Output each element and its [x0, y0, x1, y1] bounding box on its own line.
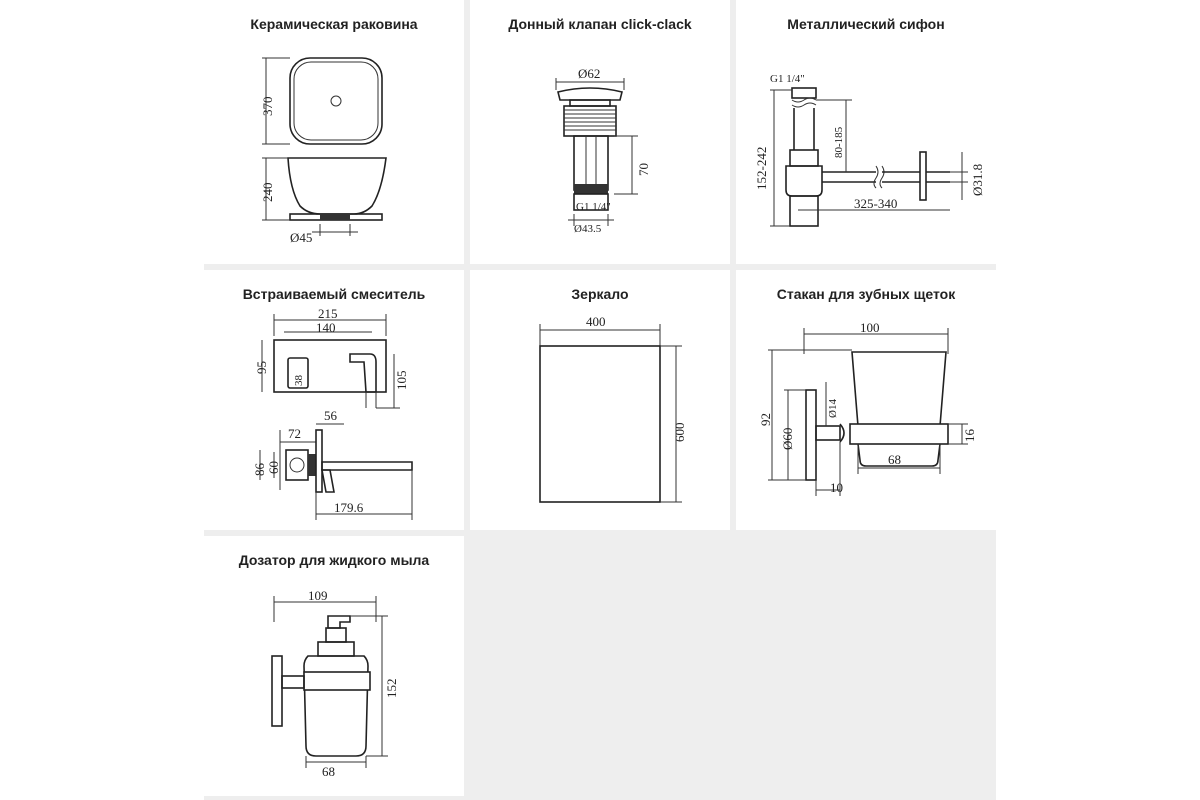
- panel-click-clack-valve: Донный клапан click-clack Ø62: [470, 0, 730, 264]
- holder-glass-bottom: [857, 443, 941, 467]
- dim-thread: G1 1/4": [576, 201, 611, 213]
- siphon-top-nut: [791, 87, 817, 99]
- toothbrush-holder-drawing: 100 92 Ø60 Ø14 16: [758, 320, 977, 496]
- dim-height: 70: [636, 163, 651, 176]
- valve-outlet: [573, 193, 609, 211]
- dim-width: 400: [586, 314, 606, 329]
- holder-joint: [839, 423, 845, 443]
- valve-body: [573, 135, 609, 191]
- dim-base: Ø43.5: [574, 223, 602, 235]
- drain-outlet: [320, 214, 350, 220]
- dim-height-inner: 60: [266, 461, 281, 474]
- dim-height-side: 86: [252, 463, 267, 477]
- valve-outlet-thread: [574, 184, 608, 194]
- mixer-lever: [321, 469, 335, 493]
- dim-stem: Ø14: [827, 399, 839, 418]
- dim-spout-length: 179.6: [334, 500, 364, 515]
- dispenser-stem: [281, 675, 305, 689]
- dim-spout-height: 105: [394, 371, 409, 391]
- dim-height: 152: [384, 679, 399, 699]
- panel-ceramic-sink: Керамическая раковина 370 240 Ø45: [204, 0, 464, 264]
- siphon-nut: [789, 149, 819, 167]
- dim-height: 92: [758, 413, 773, 426]
- holder-glass: [851, 351, 947, 433]
- panel-metal-siphon: Металлический сифон G1 1/4": [736, 0, 996, 264]
- panel-title: Зеркало: [571, 286, 629, 302]
- holder-stem: [815, 425, 841, 441]
- dim-total-height: 152-242: [754, 147, 769, 190]
- panel-title: Дозатор для жидкого мыла: [238, 552, 430, 568]
- mixer-box: [285, 449, 309, 481]
- dim-thread: G1 1/4": [770, 73, 805, 85]
- panel-mirror: Зеркало 400 600: [470, 270, 730, 530]
- panel-built-in-mixer: Встраиваемый смеситель 215 140 38 95 105: [204, 270, 464, 530]
- dim-height: 600: [672, 423, 687, 443]
- panel-title: Донный клапан click-clack: [508, 16, 692, 32]
- dim-length: 325-340: [854, 196, 897, 211]
- mixer-cartridge: [289, 457, 305, 473]
- dispenser-nozzle: [327, 615, 351, 629]
- dim-width: 100: [860, 320, 880, 335]
- mirror-outline: [539, 345, 661, 503]
- sink-top-inner: [293, 61, 379, 141]
- dispenser-bottle: [303, 655, 369, 757]
- dim-inner-width: 140: [316, 320, 336, 335]
- valve-neck: [569, 99, 611, 107]
- soap-dispenser-drawing: 109 152 68: [271, 588, 399, 779]
- drain-hole: [330, 95, 342, 107]
- mixer-spout-side: [321, 461, 413, 471]
- valve-cap: [557, 87, 623, 101]
- dispenser-pump-head: [325, 627, 347, 643]
- siphon-wall-flange: [919, 151, 927, 201]
- siphon-bottle-lower: [789, 195, 819, 227]
- dim-offset: 10: [830, 480, 843, 495]
- mixer-spout-front: [349, 353, 377, 393]
- panel-title: Металлический сифон: [787, 16, 945, 32]
- mixer-plate: [273, 339, 387, 393]
- panel-title: Встраиваемый смеситель: [242, 286, 426, 302]
- ceramic-sink-drawing: 370 240 Ø45: [260, 57, 387, 245]
- panel-soap-dispenser: Дозатор для жидкого мыла 109 152: [204, 536, 464, 796]
- dispenser-flange: [271, 655, 283, 727]
- mixer-handle: [287, 357, 309, 389]
- dim-depth-top: 56: [324, 408, 338, 423]
- mixer-wall-nut: [308, 454, 316, 476]
- click-clack-drawing: Ø62 70 G1 1/4": [555, 66, 651, 235]
- dim-bottom: 68: [888, 452, 901, 467]
- dim-plate-height: 95: [254, 361, 269, 374]
- catalog-sheet: Керамическая раковина 370 240 Ø45: [204, 0, 996, 800]
- dim-bottom: 68: [322, 764, 335, 779]
- dim-handle: 38: [293, 375, 305, 387]
- dim-flange: Ø60: [780, 428, 795, 450]
- sink-top-outline: [289, 57, 383, 145]
- dim-width-top: 370: [260, 97, 275, 117]
- dispenser-collar: [317, 641, 355, 657]
- dim-depth-body: 72: [288, 426, 301, 441]
- dim-adjust: 80-185: [833, 126, 845, 158]
- dim-height: 240: [260, 183, 275, 203]
- dim-pipe: Ø31.8: [970, 164, 985, 196]
- holder-flange: [805, 389, 817, 481]
- dim-plate-width: 215: [318, 306, 338, 321]
- dispenser-ring: [303, 671, 371, 691]
- sink-side-outline: [287, 157, 387, 215]
- panel-title: Стакан для зубных щеток: [776, 286, 956, 302]
- mixer-wall-plate: [315, 429, 323, 493]
- siphon-drawing: G1 1/4" 152-242: [754, 73, 985, 227]
- dim-width: 109: [308, 588, 328, 603]
- siphon-bottle: [785, 165, 823, 197]
- panel-toothbrush-holder: Стакан для зубных щеток 100 92 Ø60: [736, 270, 996, 530]
- panel-title: Керамическая раковина: [250, 16, 418, 32]
- dim-ring: 16: [962, 429, 977, 443]
- mixer-drawing: 215 140 38 95 105 56 72: [252, 306, 413, 520]
- mirror-drawing: 400 600: [539, 314, 687, 503]
- holder-ring: [849, 423, 949, 445]
- dim-cap: Ø62: [578, 66, 600, 81]
- dim-drain: Ø45: [290, 230, 312, 245]
